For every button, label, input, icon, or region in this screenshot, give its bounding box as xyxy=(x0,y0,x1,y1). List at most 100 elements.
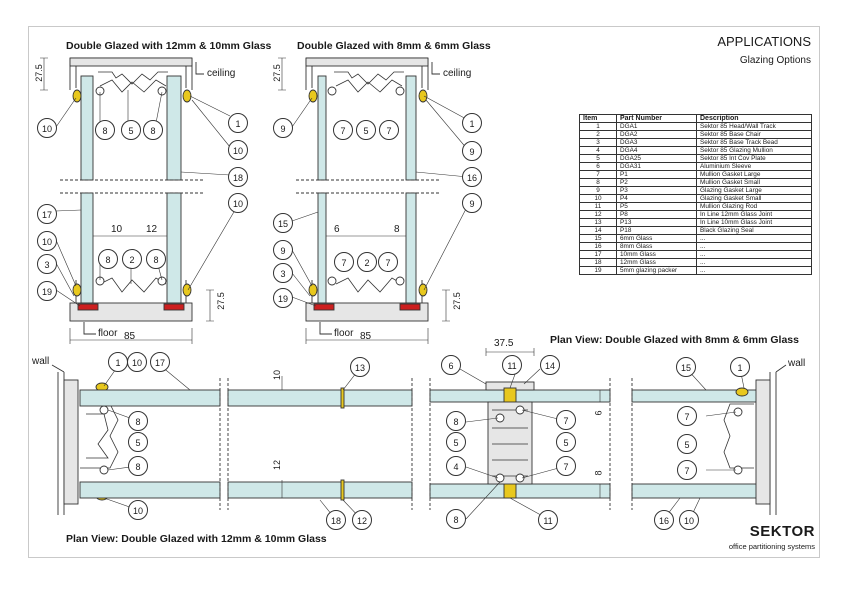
item-cell: 7 xyxy=(579,170,617,179)
callout-17: 17 xyxy=(37,204,57,224)
dim-10-plan: 10 xyxy=(272,369,283,381)
item-cell: 14 xyxy=(579,226,617,235)
callout-8: 8 xyxy=(128,456,148,476)
item-cell: 5 xyxy=(579,154,617,163)
part-number-cell: DGA1 xyxy=(616,122,697,131)
callout-9: 9 xyxy=(462,141,482,161)
dim-10: 10 xyxy=(111,224,123,235)
callout-14: 14 xyxy=(540,355,560,375)
dim-85-2: 85 xyxy=(360,331,372,342)
callout-10: 10 xyxy=(228,140,248,160)
callout-10: 10 xyxy=(127,352,147,372)
header-item: Item xyxy=(579,114,617,123)
description-cell: In Line 10mm Glass Joint xyxy=(696,218,812,227)
section-12-10-title: Double Glazed with 12mm & 10mm Glass xyxy=(66,40,272,52)
description-cell: ... xyxy=(696,250,812,259)
description-cell: Sektor 85 Base Chair xyxy=(696,130,812,139)
callout-7: 7 xyxy=(379,120,399,140)
item-cell: 19 xyxy=(579,266,617,275)
plan-view-bottom-title: Plan View: Double Glazed with 12mm & 10m… xyxy=(66,533,327,545)
floor-label-2: floor xyxy=(334,328,354,339)
part-number-cell: DGA31 xyxy=(616,162,697,171)
description-cell: Black Glazing Seal xyxy=(696,226,812,235)
callout-6: 6 xyxy=(441,355,461,375)
description-cell: Sektor 85 Base Track Bead xyxy=(696,138,812,147)
dim-27-5-base-2: 27.5 xyxy=(451,292,462,310)
description-cell: Mullion Gasket Small xyxy=(696,178,812,187)
callout-8: 8 xyxy=(446,509,466,529)
part-number-cell: 8mm Glass xyxy=(616,242,697,251)
description-cell: In Line 12mm Glass Joint xyxy=(696,210,812,219)
item-cell: 18 xyxy=(579,258,617,267)
callout-10: 10 xyxy=(128,500,148,520)
callout-19: 19 xyxy=(37,281,57,301)
callout-9: 9 xyxy=(273,240,293,260)
callout-8: 8 xyxy=(146,249,166,269)
item-cell: 2 xyxy=(579,130,617,139)
part-number-cell: P3 xyxy=(616,186,697,195)
dim-27-5-head-1: 27.5 xyxy=(33,64,44,82)
part-number-cell: 10mm Glass xyxy=(616,250,697,259)
plan-view-top-title: Plan View: Double Glazed with 8mm & 6mm … xyxy=(550,334,799,346)
callout-16: 16 xyxy=(462,167,482,187)
callout-4: 4 xyxy=(446,456,466,476)
description-cell: ... xyxy=(696,258,812,267)
item-cell: 10 xyxy=(579,194,617,203)
callout-7: 7 xyxy=(333,120,353,140)
callout-3: 3 xyxy=(37,254,57,274)
callout-10: 10 xyxy=(37,231,57,251)
callout-5: 5 xyxy=(677,434,697,454)
callout-7: 7 xyxy=(556,456,576,476)
callout-5: 5 xyxy=(121,120,141,140)
callout-7: 7 xyxy=(677,460,697,480)
callout-11: 11 xyxy=(502,355,522,375)
item-cell: 16 xyxy=(579,242,617,251)
dim-12-plan: 12 xyxy=(272,459,283,471)
section-12-10 xyxy=(40,57,214,344)
description-cell: Sektor 85 Glazing Mullion xyxy=(696,146,812,155)
section-8-6-title: Double Glazed with 8mm & 6mm Glass xyxy=(297,40,491,52)
wall-label-right: wall xyxy=(788,358,806,369)
part-number-cell: 6mm Glass xyxy=(616,234,697,243)
section-8-6 xyxy=(278,57,450,344)
description-cell: ... xyxy=(696,234,812,243)
callout-1: 1 xyxy=(228,113,248,133)
header-description: Description xyxy=(696,114,812,123)
callout-9: 9 xyxy=(462,193,482,213)
part-number-cell: 5mm glazing packer xyxy=(616,266,697,275)
parts-table-header: Item Part Number Description xyxy=(579,114,812,123)
callout-19: 19 xyxy=(273,288,293,308)
dim-12: 12 xyxy=(146,224,158,235)
callout-12: 12 xyxy=(352,510,372,530)
dim-27-5-base-1: 27.5 xyxy=(215,292,226,310)
description-cell: Mullion Gasket Large xyxy=(696,170,812,179)
callout-18: 18 xyxy=(228,167,248,187)
item-cell: 1 xyxy=(579,122,617,131)
item-cell: 15 xyxy=(579,234,617,243)
callout-10: 10 xyxy=(679,510,699,530)
part-number-cell: P8 xyxy=(616,210,697,219)
description-cell: Sektor 85 Int Cov Plate xyxy=(696,154,812,163)
part-number-cell: P13 xyxy=(616,218,697,227)
applications-heading: APPLICATIONS xyxy=(717,34,811,49)
description-cell: ... xyxy=(696,266,812,275)
callout-10: 10 xyxy=(228,193,248,213)
glazing-options-subtitle: Glazing Options xyxy=(739,55,811,66)
description-cell: Glazing Gasket Small xyxy=(696,194,812,203)
callout-2: 2 xyxy=(122,249,142,269)
dim-85-1: 85 xyxy=(124,331,136,342)
